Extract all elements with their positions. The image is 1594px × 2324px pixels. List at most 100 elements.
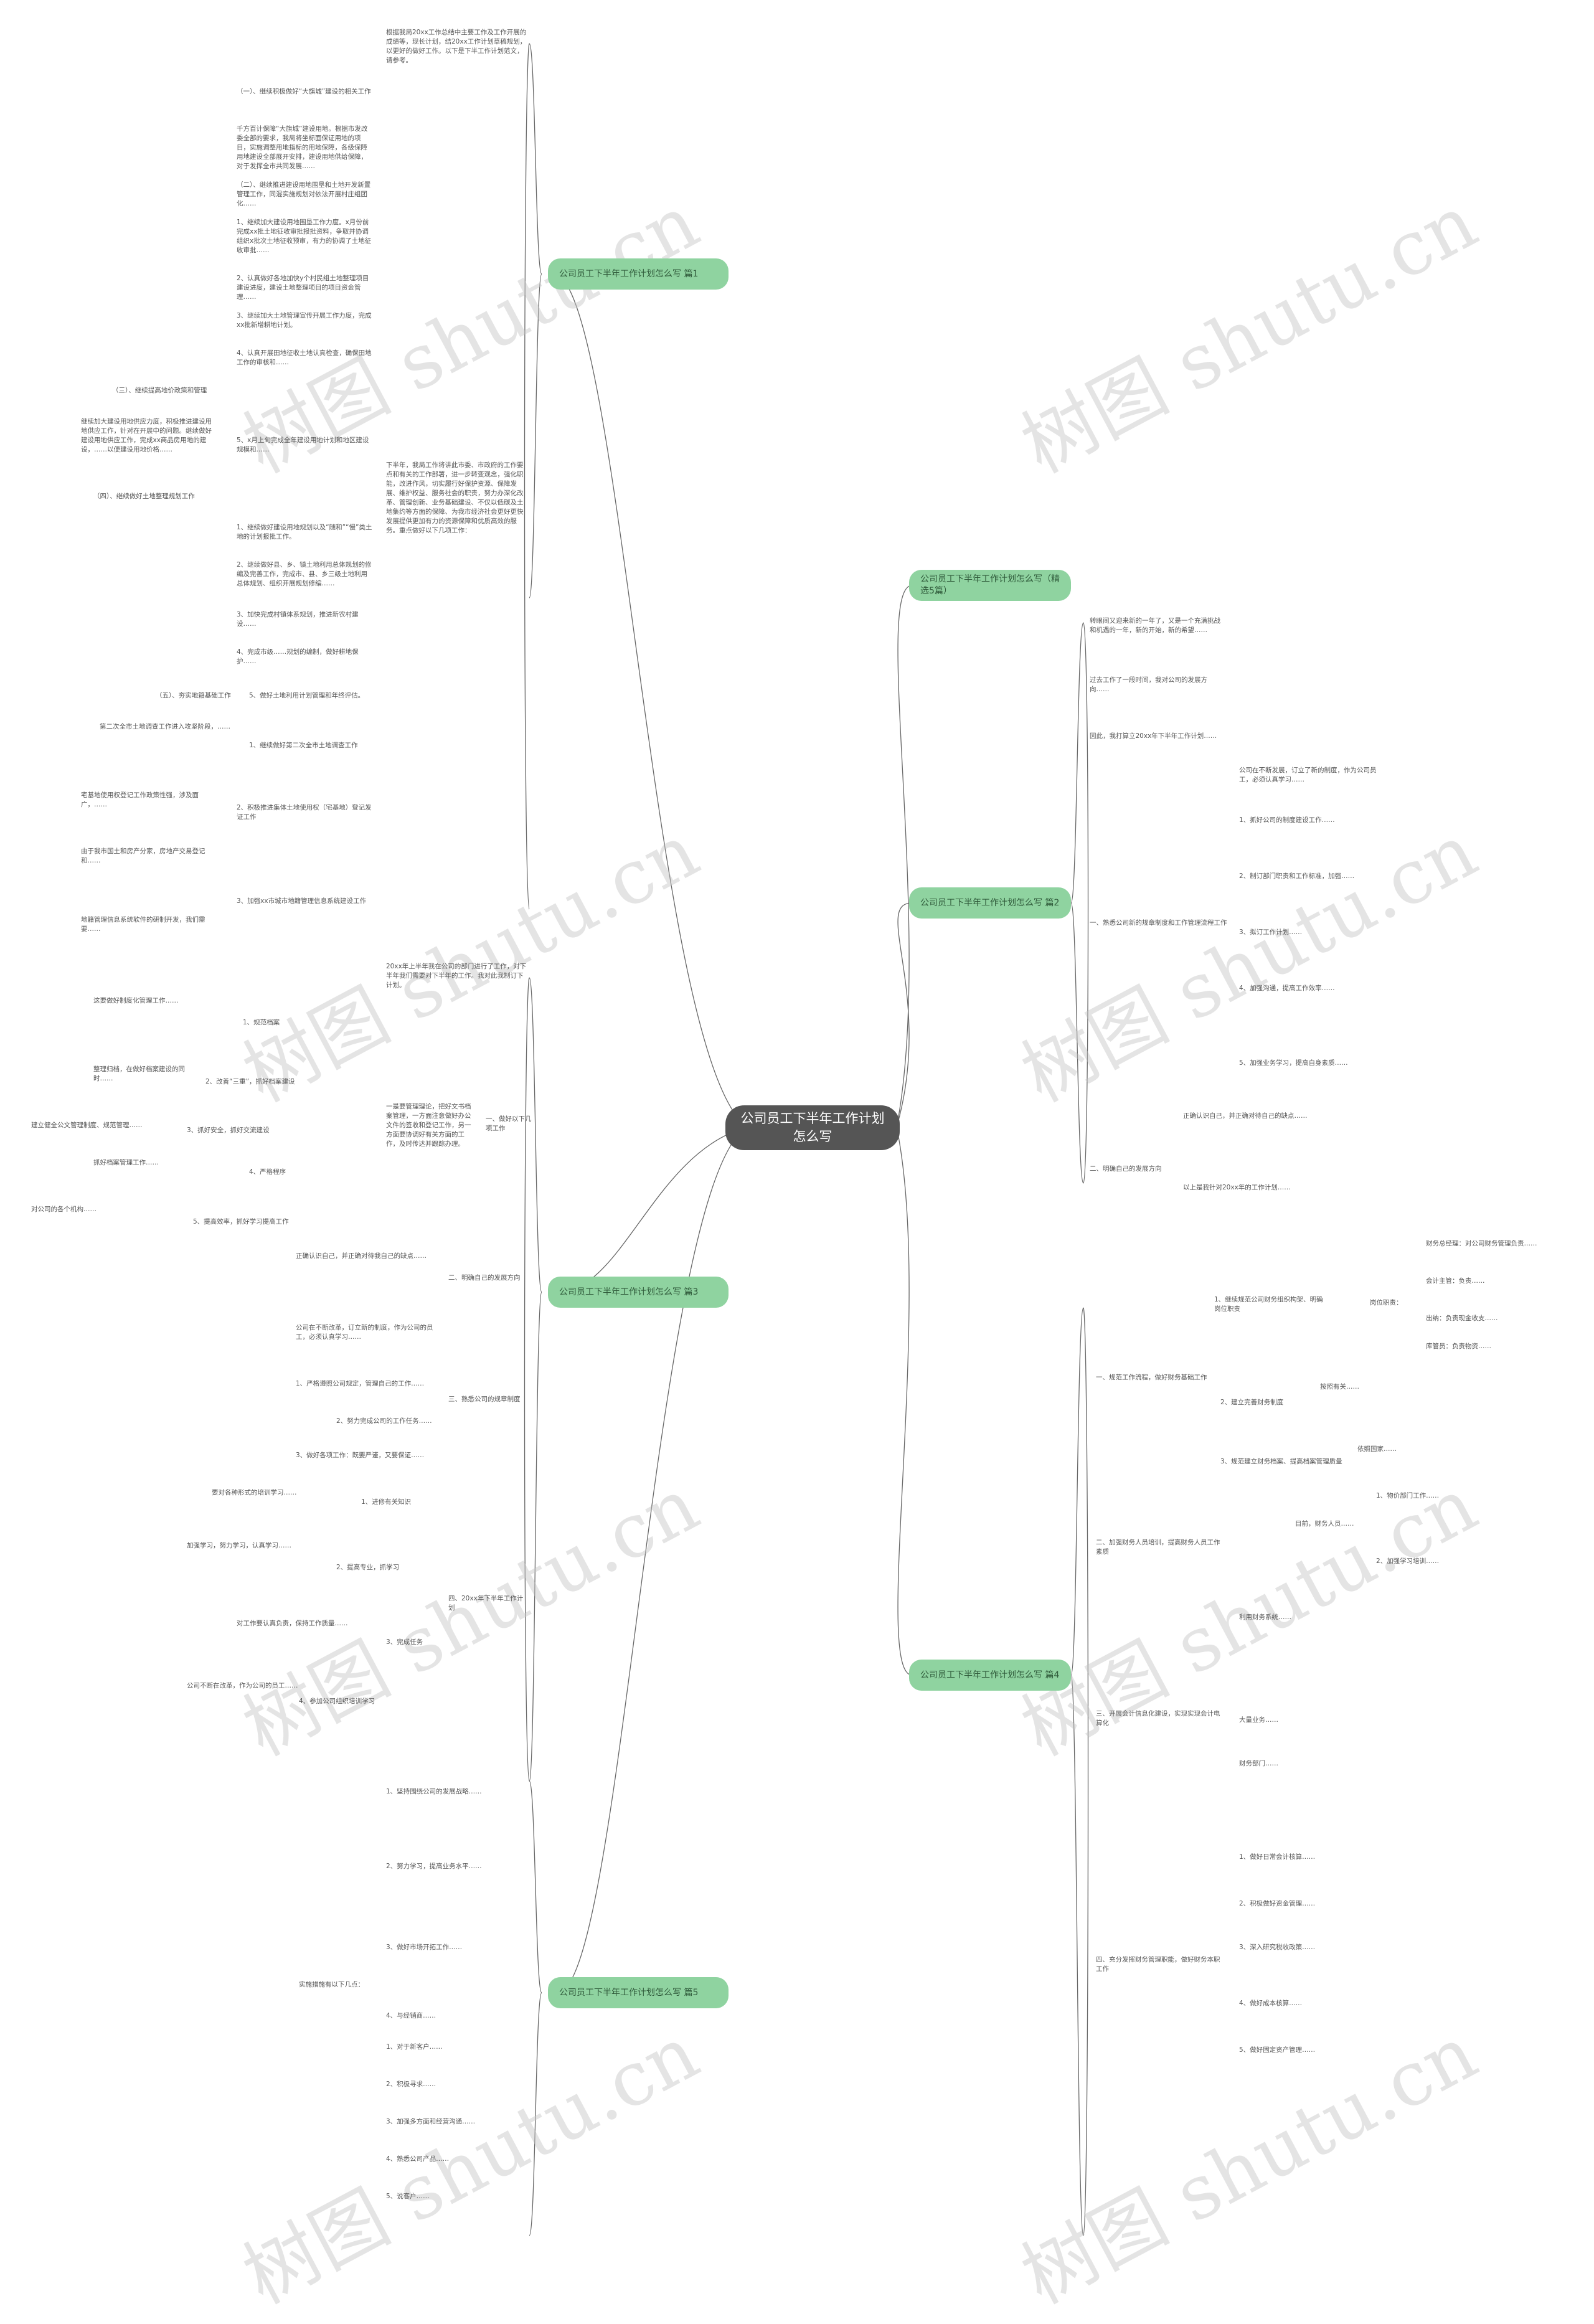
- b4-l1-desc: 依照国家……: [1357, 1445, 1397, 1453]
- b2-l1-item: 4、严格程序: [249, 1168, 286, 1176]
- b1-intro: 根据我局20xx工作总结中主要工作及工作开展的成绩等，现长计划，结20xx工作计…: [386, 29, 527, 64]
- b5-intro: 实施措施有以下几点：: [299, 1981, 364, 1988]
- b1-item: 由于我市国土和房产分家，房地产交易登记和……: [81, 848, 205, 864]
- b4-l4-item: 4、做好成本核算……: [1239, 2000, 1303, 2007]
- b1-item: 继续加大建设用地供应力度，积极推进建设用地供应工作，针对在开展中的问题。继续做好…: [81, 418, 212, 453]
- b2-l4-desc: 加强学习，努力学习，认真学习……: [187, 1542, 291, 1549]
- b4-l2-item: 2、加强学习培训……: [1376, 1557, 1440, 1565]
- b4-l1-desc: 按照有关……: [1320, 1383, 1359, 1391]
- b2-l1-desc: 这要做好制度化管理工作……: [93, 997, 179, 1004]
- b4-l4-item: 2、积极做好资金管理……: [1239, 1900, 1316, 1907]
- b5-subitem: 2、积极寻求……: [386, 2081, 436, 2088]
- b1-item: （二）、继续推进建设用地围垦和土地开发新置管理工作，同混实施规划对依法开展村庄组…: [237, 181, 371, 207]
- b3-intro: 转眼间又迎来新的一年了，又是一个充满挑战和机遇的一年，新的开始，新的希望……: [1090, 617, 1220, 634]
- b1-item: 4、认真开展田地征收土地认真检查，确保田地工作的审核和……: [237, 349, 372, 366]
- b2-l4-item: 1、进修有关知识: [361, 1498, 412, 1506]
- b2-l1-desc: 抓好档案管理工作……: [93, 1159, 159, 1166]
- b3-para: 过去工作了一段时间，我对公司的发展方向……: [1090, 676, 1207, 693]
- b2-intro: 20xx年上半年我在公司的部门进行了工作，对下半年我们需要对下半年的工作。我对此…: [386, 963, 527, 989]
- b1-item: 2、认真做好各地加快y个村民组土地整理项目建设进度，建设土地整理项目的项目资金管…: [237, 275, 369, 301]
- b2-l4-item: 2、提高专业，抓学习: [336, 1564, 400, 1571]
- b2-l3-item: 2、努力完成公司的工作任务……: [336, 1417, 432, 1425]
- root-topic[interactable]: 公司员工下半年工作计划怎么写: [725, 1105, 900, 1150]
- b1-item: 2、继续做好县、乡、镇土地利用总体规划的修编及完善工作，完成市、县、乡三级土地利…: [237, 561, 372, 587]
- b2-l1-item: 3、抓好安全，抓好交流建设: [187, 1127, 270, 1134]
- b5-subitem: 1、对于新客户……: [386, 2043, 443, 2051]
- b4-l3: 三、开展会计信息化建设，实现实现会计电算化: [1096, 1710, 1220, 1727]
- b2-l4-item: 4、参加公司组织培训学习: [299, 1698, 375, 1705]
- b4-l1-subitem: 会计主管：负责……: [1426, 1277, 1485, 1285]
- b3-l2-desc: 以上是我针对20xx年的工作计划……: [1183, 1184, 1291, 1191]
- b2-l1-item: 1、规范档案: [243, 1019, 280, 1026]
- b4-l3-item: 财务部门……: [1239, 1760, 1278, 1767]
- b1-tail: 下半年，我局工作将讲此市委、市政府的工作要点和有关的工作部署，进一步转变观念，强…: [386, 461, 524, 534]
- b3-l1: 一、熟悉公司新的规章制度和工作管理流程工作: [1090, 919, 1227, 927]
- b4-l4: 四、充分发挥财务管理职能，做好财务本职工作: [1096, 1956, 1220, 1973]
- b3-l1-item: 2、制订部门职责和工作标准，加强……: [1239, 872, 1355, 880]
- branch-4[interactable]: 公司员工下半年工作计划怎么写 篇4: [909, 1660, 1071, 1691]
- b1-item: 3、加强xx市城市地籍管理信息系统建设工作: [237, 897, 367, 905]
- b2-l4-desc: 对工作要认真负责，保持工作质量……: [237, 1620, 348, 1627]
- b2-l2: 二、明确自己的发展方向: [448, 1274, 521, 1282]
- b1-item: （三）、继续提高地价政策和管理: [112, 387, 207, 394]
- b5-subitem: 5、说客户……: [386, 2193, 430, 2200]
- b1-item: 宅基地使用权登记工作政策性强，涉及面广，……: [81, 791, 199, 808]
- b1-item: （四）、继续做好土地整理规划工作: [93, 493, 195, 500]
- b2-l1-desc: 一是要管理理论，把好文书档案管理，一方面注意做好办公文件的签收和登记工作，另一方…: [386, 1103, 471, 1148]
- b2-l3-item: 1、严格遵照公司规定，管理自己的工作……: [296, 1380, 425, 1387]
- b3-l2-desc: 正确认识自己，并正确对待自己的缺点……: [1183, 1112, 1308, 1120]
- b2-l1-desc: 建立健全公文管理制度、规范管理……: [31, 1122, 143, 1129]
- b2-l1-desc: 对公司的各个机构……: [31, 1206, 97, 1213]
- b2-l3: 三、熟悉公司的规章制度: [448, 1396, 521, 1403]
- b4-l4-item: 3、深入研究税收政策……: [1239, 1944, 1316, 1951]
- b2-l1-item: 5、提高效率，抓好学习提高工作: [193, 1218, 289, 1226]
- branch-3[interactable]: 公司员工下半年工作计划怎么写 篇3: [548, 1277, 729, 1308]
- b3-l1-item: 1、抓好公司的制度建设工作……: [1239, 816, 1335, 824]
- b1-item: 2、积极推进集体土地使用权（宅基地）登记发证工作: [237, 804, 372, 821]
- b4-l1-item: 2、建立完善财务制度: [1220, 1399, 1284, 1406]
- b4-l1-sub: 岗位职责：: [1370, 1299, 1403, 1306]
- b4-l2-desc: 目前，财务人员……: [1295, 1520, 1354, 1528]
- b5-subitem: 4、熟悉公司产品……: [386, 2155, 450, 2163]
- b1-item: 1、继续做好第二次全市土地调查工作: [249, 742, 358, 749]
- b1-item: （一）、继续积极做好“大旗城”建设的相关工作: [237, 88, 371, 95]
- connector-lines: [524, 43, 1089, 2236]
- b4-l1: 一、规范工作流程，做好财务基础工作: [1096, 1374, 1207, 1381]
- b2-l4-desc: 公司不断在改革，作为公司的员工……: [187, 1682, 298, 1689]
- b4-l1-item: 3、规范建立财务档案、提高档案管理质量: [1220, 1458, 1342, 1465]
- b2-l4-item: 3、完成任务: [386, 1638, 423, 1646]
- b2-l1-item: 2、改善“三重”，抓好档案建设: [205, 1078, 295, 1085]
- b5-item: 4、与经销商……: [386, 2012, 436, 2019]
- b2-l2-desc: 正确认识自己，并正确对待我自己的缺点……: [296, 1252, 427, 1260]
- b3-l1-item: 3、拟订工作计划……: [1239, 928, 1303, 936]
- b1-item: 4、完成市级……规划的编制，做好耕地保护……: [237, 648, 359, 665]
- b2-l4: 四、20xx年下半年工作计划: [448, 1595, 524, 1612]
- b4-l4-item: 5、做好固定资产管理……: [1239, 2046, 1316, 2054]
- b4-l2-item: 1、物价部门工作……: [1376, 1492, 1440, 1500]
- b1-item: 地籍管理信息系统软件的研制开发，我们需要……: [81, 916, 205, 933]
- b4-l1-subitem: 出纳：负责现金收支……: [1426, 1315, 1498, 1322]
- b2-l4-desc: 要对各种形式的培训学习……: [212, 1489, 297, 1496]
- b1-item: 5、做好土地利用计划管理和年终评估。: [249, 692, 365, 699]
- branch-1[interactable]: 公司员工下半年工作计划怎么写 篇1: [548, 258, 729, 290]
- b1-item: （五）、夯实地籍基础工作: [156, 692, 231, 699]
- b4-l3-item: 大量业务……: [1239, 1716, 1278, 1724]
- b3-l1-item: 5、加强业务学习，提高自身素质……: [1239, 1059, 1348, 1067]
- b1-item: 3、继续加大土地管理宣传开展工作力度，完成xx批新增耕地计划。: [237, 312, 372, 329]
- branch-2[interactable]: 公司员工下半年工作计划怎么写 篇2: [909, 887, 1071, 919]
- b3-para: 因此，我打算立20xx年下半年工作计划……: [1090, 732, 1217, 740]
- b5-subitem: 3、加强多方面和经营沟通……: [386, 2118, 476, 2125]
- b1-item: 第二次全市土地调查工作进入攻坚阶段，……: [100, 723, 230, 730]
- b1-item: 千方百计保障“大旗城”建设用地。根据市发改委全部的要求，我局将坐标面保证用地的项…: [237, 125, 368, 170]
- branch-intro[interactable]: 公司员工下半年工作计划怎么写（精选5篇）: [909, 570, 1071, 601]
- b2-l3-item: 3、做好各项工作：既要严谨，又要保证……: [296, 1452, 425, 1459]
- b4-l3-item: 利用财务系统……: [1239, 1613, 1291, 1621]
- branch-5[interactable]: 公司员工下半年工作计划怎么写 篇5: [548, 1977, 729, 2008]
- b5-item: 1、坚持围绕公司的发展战略……: [386, 1788, 482, 1795]
- b4-l4-item: 1、做好日常会计核算……: [1239, 1853, 1316, 1861]
- b4-l2: 二、加强财务人员培训，提高财务人员工作素质: [1096, 1539, 1220, 1556]
- b2-l1: 一、做好以下几项工作: [486, 1115, 532, 1132]
- b1-item: 1、继续加大建设用地围垦工作力度。x月份前完成xx批土地征收审批报批资料，争取并…: [237, 219, 372, 254]
- b3-l1-item: 公司在不断发展，订立了新的制度，作为公司员工，必须认真学习……: [1239, 767, 1377, 783]
- b5-item: 3、做好市场开拓工作……: [386, 1944, 463, 1951]
